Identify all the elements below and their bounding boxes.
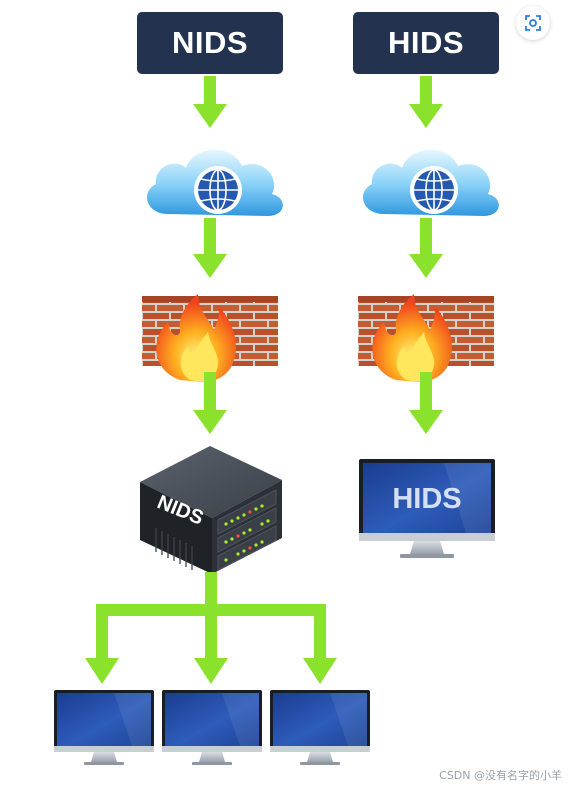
hids-title-label: HIDS (387, 25, 465, 60)
lens-scan-button[interactable] (516, 6, 550, 40)
watermark: CSDN @没有名字的小羊 (439, 769, 562, 782)
distribution-arrows (85, 572, 337, 684)
host-monitor-label: HIDS (392, 483, 461, 515)
firewall-icon (358, 294, 494, 382)
arrow-down-icon (409, 372, 443, 434)
nids-title-box: NIDS (137, 12, 283, 74)
arrow-down-icon (409, 218, 443, 278)
cloud-globe-icon (362, 148, 500, 217)
server-icon (140, 446, 282, 574)
firewall-icon (142, 294, 278, 382)
nids-title-label: NIDS (171, 25, 249, 60)
hids-title-box: HIDS (353, 12, 499, 74)
nids-column: NIDS (54, 76, 370, 765)
arrow-down-icon (193, 372, 227, 434)
host-monitor-icon (359, 459, 495, 558)
hids-column: HIDS (358, 76, 500, 558)
cloud-globe-icon (146, 148, 284, 217)
lens-scan-icon (525, 15, 541, 31)
monitor-icon (270, 690, 370, 765)
monitor-icon (54, 690, 154, 765)
arrow-down-icon (193, 76, 227, 128)
arrow-down-icon (409, 76, 443, 128)
arrow-down-icon (193, 218, 227, 278)
monitor-icon (162, 690, 262, 765)
